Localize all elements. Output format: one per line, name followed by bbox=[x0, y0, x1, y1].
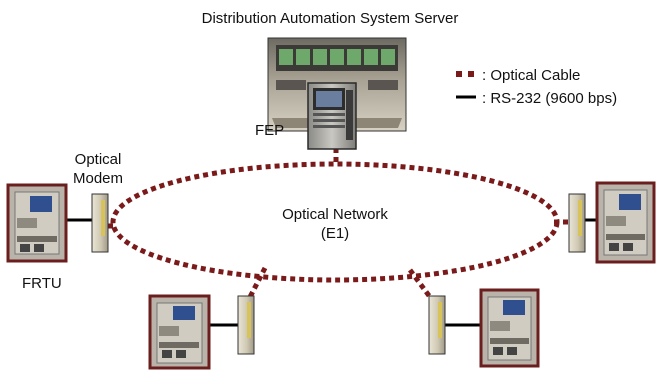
optical-network-label-line1: Optical Network bbox=[282, 206, 388, 223]
optical-cables bbox=[108, 148, 570, 299]
frtu-label: FRTU bbox=[22, 275, 62, 292]
optical-network-label: Optical Network (E1) bbox=[250, 205, 420, 243]
optical-modem-right bbox=[568, 193, 586, 253]
legend-optical-cable: : Optical Cable bbox=[482, 67, 581, 84]
cable-bottom-right bbox=[407, 268, 433, 299]
legend-rs232: : RS-232 (9600 bps) bbox=[482, 90, 618, 107]
optical-modem-label-line2: Modem bbox=[72, 170, 124, 187]
optical-modem-label-line1: Optical bbox=[74, 151, 122, 168]
optical-modem-bottom-left bbox=[237, 295, 255, 355]
optical-modem-bottom-right bbox=[428, 295, 446, 355]
diagram-title: Distribution Automation System Server bbox=[201, 10, 459, 27]
optical-network-label-line2: (E1) bbox=[320, 225, 350, 242]
frtu-cabinet-left bbox=[6, 183, 68, 263]
legend-swatches bbox=[456, 71, 476, 99]
optical-modem-left bbox=[91, 193, 109, 253]
cable-bottom-left bbox=[247, 266, 268, 299]
frtu-cabinet-bottom-left bbox=[148, 294, 211, 370]
optical-modem-label: Optical Modem bbox=[58, 150, 138, 188]
frtu-cabinet-right bbox=[595, 181, 656, 264]
frtu-cabinet-bottom-right bbox=[479, 288, 540, 368]
fep-rack-icon bbox=[307, 82, 357, 150]
fep-label: FEP bbox=[255, 122, 285, 139]
